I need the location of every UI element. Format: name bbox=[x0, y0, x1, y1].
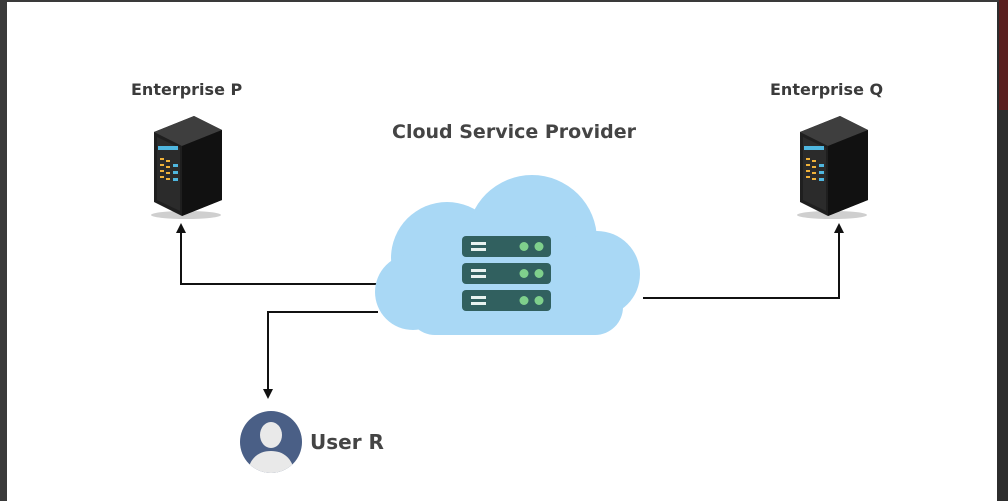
window-edge-accent bbox=[999, 0, 1008, 110]
enterprise-p-label: Enterprise P bbox=[131, 80, 243, 99]
server-tower-icon-p bbox=[151, 116, 222, 219]
user-avatar-icon bbox=[240, 411, 302, 473]
user-r-label: User R bbox=[310, 430, 384, 454]
edge-cloud-to-enterprise-p bbox=[176, 223, 378, 285]
cloud-provider-label: Cloud Service Provider bbox=[392, 121, 636, 143]
server-tower-icon-q bbox=[797, 116, 868, 219]
enterprise-q-label: Enterprise Q bbox=[770, 80, 884, 99]
edge-cloud-to-user-r bbox=[263, 311, 378, 399]
edge-cloud-to-enterprise-q bbox=[643, 223, 844, 299]
diagram-canvas: Enterprise P Enterprise Q Cloud Service … bbox=[7, 2, 997, 501]
server-stack-icon bbox=[462, 236, 551, 311]
window-edge bbox=[997, 2, 1008, 501]
diagram-svg bbox=[151, 116, 868, 473]
